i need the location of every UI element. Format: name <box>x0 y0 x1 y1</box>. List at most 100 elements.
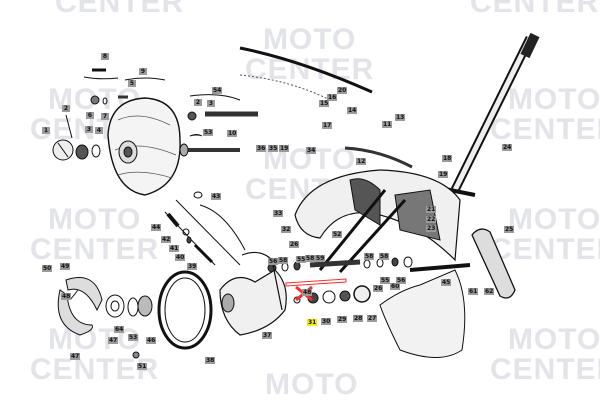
part-label-40: 40 <box>175 254 186 261</box>
watermark-text: CENTER <box>30 233 160 266</box>
part-label-2: 2 <box>62 105 70 112</box>
part-label-19: 19 <box>279 145 290 152</box>
brake-ring <box>157 270 213 350</box>
part-label-23: 23 <box>426 225 437 232</box>
part-label-43: 43 <box>211 193 222 200</box>
watermark: MOTO <box>265 370 358 400</box>
part-label-15: 15 <box>319 100 330 107</box>
part-label-27: 27 <box>367 315 378 322</box>
part-label-19: 19 <box>438 171 449 178</box>
part-label-3: 3 <box>207 100 215 107</box>
part-label-21: 21 <box>426 206 437 213</box>
watermark-text: MOTO <box>47 203 142 236</box>
watermark-text: CENTER <box>490 113 600 146</box>
watermark-text: MOTO <box>265 368 359 400</box>
part-label-18: 18 <box>442 155 453 162</box>
watermark-text: CENTER <box>55 0 185 19</box>
part-label-35: 35 <box>268 145 279 152</box>
part-label-42: 42 <box>161 236 172 243</box>
part-label-24: 24 <box>502 144 513 151</box>
watermark-text: CENTER <box>30 353 160 386</box>
part-label-5: 5 <box>128 80 136 87</box>
part-label-33: 33 <box>273 210 284 217</box>
hub-drum <box>107 97 181 196</box>
part-label-59: 59 <box>315 255 326 262</box>
part-label-41: 41 <box>169 245 180 252</box>
part-label-53: 53 <box>203 129 214 136</box>
part-label-8: 8 <box>101 53 109 60</box>
part-label-6: 6 <box>86 112 94 119</box>
brake-shoes <box>57 277 103 336</box>
part-label-26: 26 <box>373 285 384 292</box>
part-label-52: 52 <box>332 231 343 238</box>
mud-flap <box>379 263 471 358</box>
part-label-13: 13 <box>395 114 406 121</box>
axles <box>179 94 258 157</box>
part-label-36: 36 <box>256 145 267 152</box>
part-label-1: 1 <box>42 127 50 134</box>
part-label-50: 50 <box>42 265 53 272</box>
steering-column <box>439 32 540 197</box>
part-label-4: 4 <box>95 127 103 134</box>
part-label-28: 28 <box>353 315 364 322</box>
part-label-38: 38 <box>205 357 216 364</box>
part-label-49: 49 <box>60 263 71 270</box>
part-label-9: 9 <box>139 68 147 75</box>
watermark-text: CENTER <box>490 233 600 266</box>
hub-small-parts <box>52 68 166 161</box>
bearings <box>105 294 153 359</box>
watermark-text: CENTER <box>490 353 600 386</box>
part-label-29: 29 <box>337 316 348 323</box>
part-label-30: 30 <box>321 318 332 325</box>
watermark-text: MOTO <box>262 23 357 56</box>
part-label-53: 53 <box>128 334 139 341</box>
part-label-37: 37 <box>262 332 273 339</box>
watermark-text: MOTO <box>507 83 600 116</box>
part-label-54: 54 <box>212 87 223 94</box>
part-label-61: 61 <box>468 288 479 295</box>
part-label-16: 16 <box>327 94 338 101</box>
part-label-44: 44 <box>151 224 162 231</box>
watermark: CENTER <box>470 0 599 18</box>
watermark-text: MOTO <box>507 203 600 236</box>
part-label-58: 58 <box>364 253 375 260</box>
part-label-32: 32 <box>281 226 292 233</box>
watermark-text: CENTER <box>470 0 600 19</box>
part-label-48: 48 <box>61 293 72 300</box>
part-label-3: 3 <box>85 126 93 133</box>
side-panel <box>471 228 516 299</box>
watermark-text: MOTO <box>47 323 142 356</box>
part-label-10: 10 <box>227 130 238 137</box>
part-label-58: 58 <box>305 255 316 262</box>
watermark-text: MOTO <box>507 323 600 356</box>
cable-adjuster <box>164 191 246 266</box>
part-label-20: 20 <box>337 87 348 94</box>
part-label-26: 26 <box>289 241 300 248</box>
part-label-14: 14 <box>347 107 358 114</box>
part-label-51: 51 <box>137 363 148 370</box>
part-label-46: 46 <box>146 337 157 344</box>
part-label-17: 17 <box>322 122 333 129</box>
part-label-34: 34 <box>306 147 317 154</box>
part-label-62: 62 <box>484 288 495 295</box>
part-label-11: 11 <box>382 121 393 128</box>
pivot-shaft <box>267 256 413 304</box>
part-label-12: 12 <box>356 158 367 165</box>
part-label-47: 47 <box>70 353 81 360</box>
watermark-text: CENTER <box>245 53 375 86</box>
part-label-55: 55 <box>296 256 307 263</box>
brake-plate <box>219 251 287 336</box>
part-label-2: 2 <box>194 99 202 106</box>
part-label-22: 22 <box>426 216 437 223</box>
part-label-31: 31 <box>307 319 318 326</box>
part-label-48: 48 <box>302 289 313 296</box>
part-label-47: 47 <box>108 337 119 344</box>
part-label-58: 58 <box>379 253 390 260</box>
